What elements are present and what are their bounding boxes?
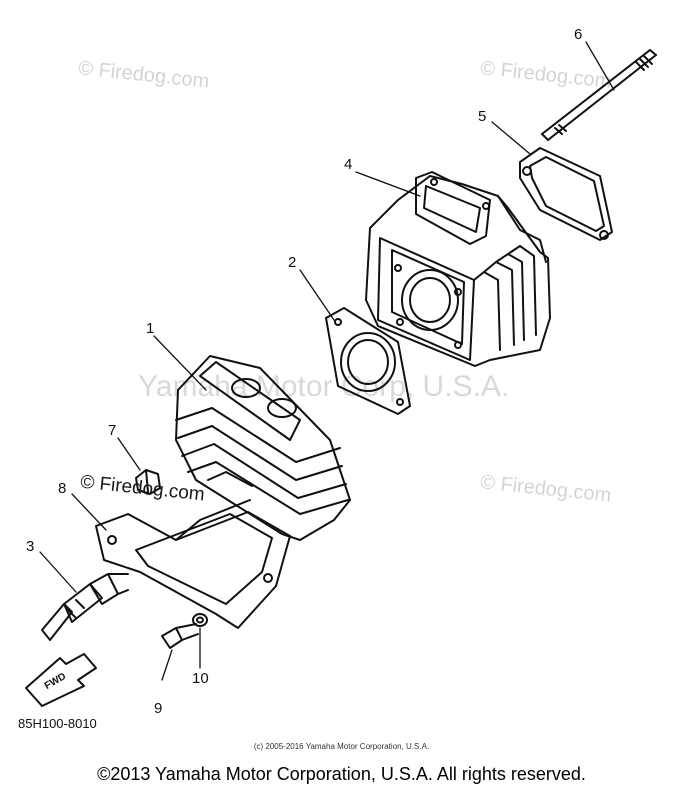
callout-4: 4 bbox=[344, 156, 353, 173]
callout-7: 7 bbox=[108, 422, 117, 439]
cylinder-block-drawing bbox=[365, 171, 551, 367]
footer-copyright: ©2013 Yamaha Motor Corporation, U.S.A. A… bbox=[97, 764, 586, 784]
callout-2: 2 bbox=[288, 254, 297, 271]
callout-9: 9 bbox=[154, 700, 163, 717]
callout-1: 1 bbox=[146, 320, 155, 337]
fwd-arrow-icon bbox=[25, 653, 97, 707]
callout-8: 8 bbox=[58, 480, 67, 497]
callout-3: 3 bbox=[26, 538, 35, 555]
cap-nut-drawing bbox=[135, 469, 161, 495]
callout-5: 5 bbox=[478, 108, 487, 125]
small-bolt-drawing bbox=[161, 623, 199, 649]
heat-shield-drawing bbox=[95, 499, 291, 629]
spark-plug-drawing bbox=[41, 573, 129, 641]
small-copyright: (c) 2005-2016 Yamaha Motor Corporation, … bbox=[253, 742, 430, 751]
figure-id: 85H100-8010 bbox=[18, 716, 97, 731]
top-gasket-drawing bbox=[519, 147, 613, 241]
callout-6: 6 bbox=[574, 26, 583, 43]
cylinder-head-drawing bbox=[175, 355, 351, 541]
stud-bolt-drawing bbox=[541, 49, 657, 141]
leader-lines bbox=[39, 41, 615, 681]
base-gasket-drawing bbox=[325, 307, 411, 415]
callout-10: 10 bbox=[192, 670, 209, 687]
washer-drawing bbox=[192, 613, 208, 627]
